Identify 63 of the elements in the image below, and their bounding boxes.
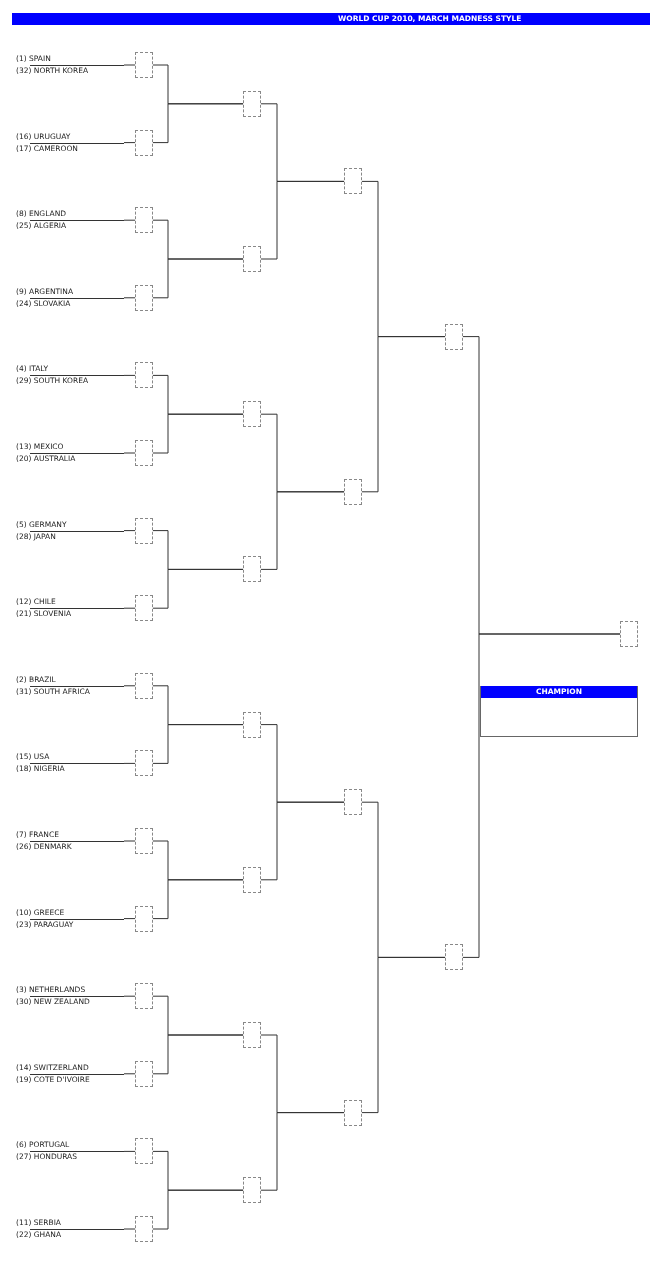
score-box <box>344 1099 362 1126</box>
score-box <box>445 944 463 971</box>
bracket-line <box>123 840 136 842</box>
bracket-line <box>123 1073 136 1075</box>
bracket-line <box>260 180 345 260</box>
score-box <box>243 90 261 117</box>
bracket-line <box>152 724 244 764</box>
score-box <box>344 789 362 816</box>
score-box <box>135 750 153 777</box>
bracket-line <box>123 64 136 66</box>
bracket-line <box>123 219 136 221</box>
score-box <box>135 595 153 622</box>
bracket-line <box>123 374 136 376</box>
bracket-line <box>123 918 136 920</box>
score-box <box>135 517 153 544</box>
score-box <box>135 362 153 389</box>
bracket-line <box>123 1228 136 1230</box>
bracket-line <box>123 452 136 454</box>
score-box <box>445 323 463 350</box>
score-box <box>243 1177 261 1204</box>
bracket-line <box>123 607 136 609</box>
bracket-line <box>123 762 136 764</box>
score-box <box>243 711 261 738</box>
score-box <box>135 207 153 234</box>
score-box <box>243 556 261 583</box>
score-box <box>135 1216 153 1242</box>
score-box <box>135 672 153 699</box>
bracket-line <box>152 1189 244 1230</box>
score-box <box>135 440 153 466</box>
bracket-line <box>462 633 621 958</box>
bracket-line <box>123 530 136 532</box>
bracket-line <box>260 801 345 881</box>
bracket-line <box>152 879 244 920</box>
bracket-line <box>123 142 136 144</box>
score-box <box>135 1138 153 1165</box>
bracket-line <box>123 297 136 299</box>
bracket-line <box>123 1150 136 1152</box>
score-box <box>243 401 261 428</box>
champion-box <box>480 686 638 737</box>
score-box <box>344 168 362 195</box>
bracket-line <box>152 103 244 144</box>
bracket-line <box>152 568 244 609</box>
score-box <box>135 983 153 1010</box>
bracket-line <box>260 491 345 570</box>
score-box <box>243 1022 261 1048</box>
bracket-line <box>123 995 136 997</box>
score-box <box>135 905 153 932</box>
score-box <box>135 129 153 156</box>
score-box <box>135 828 153 854</box>
bracket-line <box>260 1112 345 1191</box>
score-box <box>620 621 638 647</box>
score-box <box>135 52 153 78</box>
bracket-line <box>361 336 446 493</box>
score-box <box>344 478 362 505</box>
score-box <box>135 1060 153 1087</box>
bracket-line <box>152 258 244 299</box>
bracket-line <box>123 685 136 687</box>
bracket-line <box>361 956 446 1114</box>
bracket-line <box>152 1034 244 1075</box>
score-box <box>243 866 261 893</box>
bracket-line <box>152 413 244 454</box>
score-box <box>135 284 153 311</box>
score-box <box>243 246 261 272</box>
